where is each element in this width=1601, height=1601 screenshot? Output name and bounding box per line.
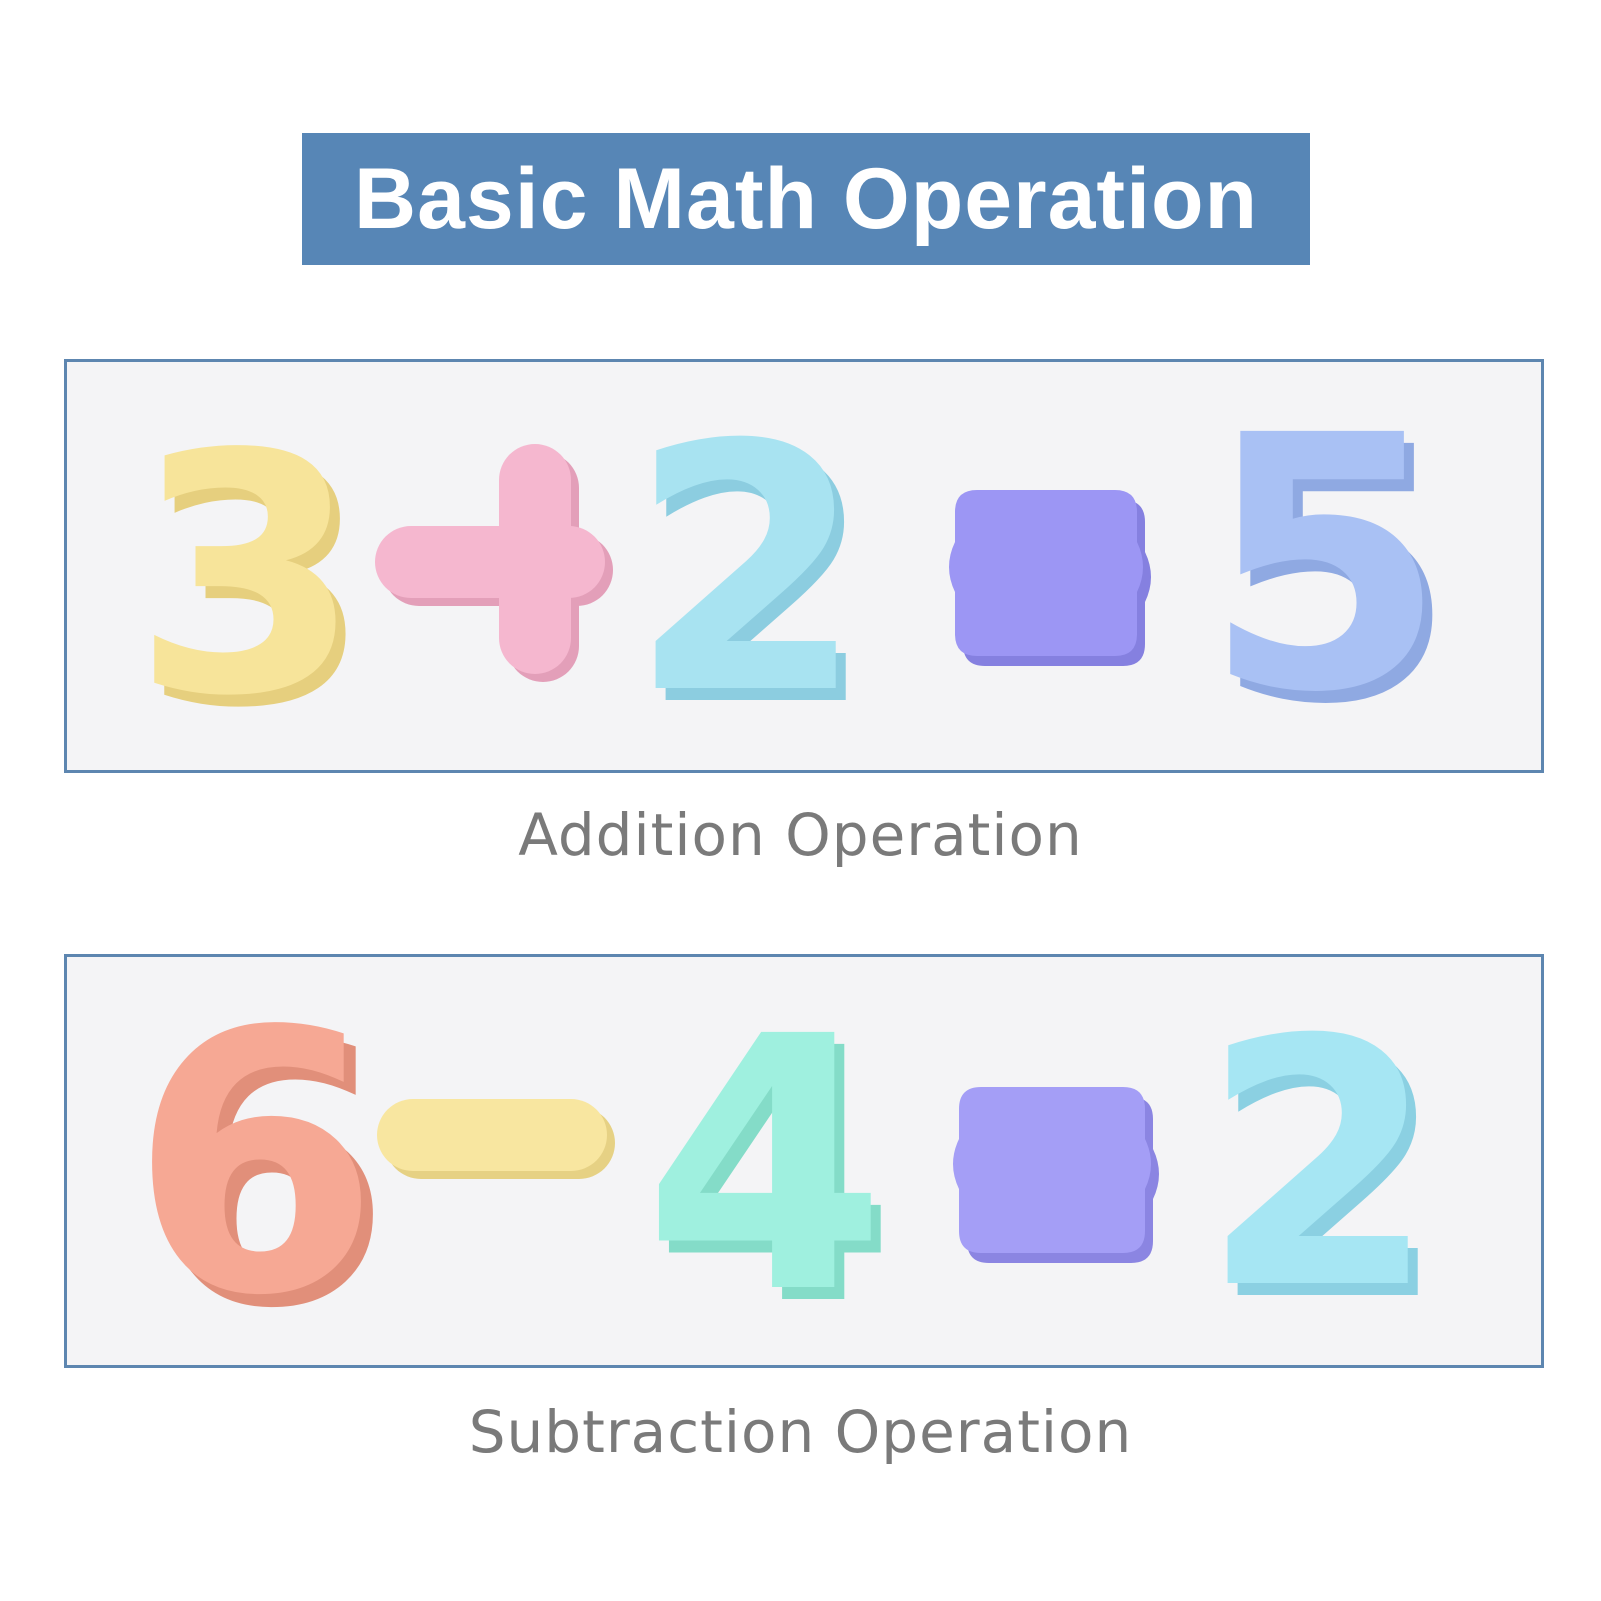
minus-sign-piece xyxy=(377,1099,615,1179)
digit-3-piece: 3 3 xyxy=(132,384,372,770)
digit-5-shadow: 5 xyxy=(1213,373,1457,770)
digit-2-face: 2 xyxy=(629,373,866,769)
addition-photo-panel: 3 3 2 2 5 5 xyxy=(64,359,1544,773)
title-banner: Basic Math Operation xyxy=(302,133,1310,265)
digit-3-face: 3 xyxy=(132,384,362,768)
plus-horizontal-face xyxy=(375,526,605,598)
minus-face xyxy=(377,1099,607,1171)
addition-equation-image: 3 3 2 2 5 5 xyxy=(132,362,1457,770)
digit-2-shadow: 2 xyxy=(1211,980,1448,1365)
digit-4-shadow: 4 xyxy=(653,974,897,1365)
equals-face xyxy=(953,1087,1151,1253)
subtraction-equation-image: 6 6 4 4 2 2 xyxy=(130,957,1448,1365)
plus-sign-piece xyxy=(375,444,613,682)
digit-2-piece: 2 2 xyxy=(629,373,876,770)
subtraction-photo-panel: 6 6 4 4 2 2 xyxy=(64,954,1544,1368)
equals-face xyxy=(949,490,1143,656)
digit-3-shadow: 3 xyxy=(142,396,372,770)
digit-6-face: 6 xyxy=(130,957,381,1365)
digit-4-piece: 4 4 xyxy=(643,962,897,1365)
digit-6-shadow: 6 xyxy=(142,968,393,1365)
equals-sign-piece xyxy=(953,1087,1159,1263)
digit-6-piece: 6 6 xyxy=(130,957,393,1365)
addition-caption: Addition Operation xyxy=(518,801,1083,869)
equals-sign-piece xyxy=(949,490,1151,666)
digit-2-piece: 2 2 xyxy=(1201,968,1448,1365)
digit-5-face: 5 xyxy=(1203,362,1447,769)
digit-2-shadow: 2 xyxy=(639,385,876,770)
subtraction-caption: Subtraction Operation xyxy=(468,1398,1133,1466)
page-title: Basic Math Operation xyxy=(353,151,1259,247)
digit-4-face: 4 xyxy=(643,962,887,1365)
digit-5-piece: 5 5 xyxy=(1203,362,1457,770)
digit-2-face: 2 xyxy=(1201,968,1438,1364)
